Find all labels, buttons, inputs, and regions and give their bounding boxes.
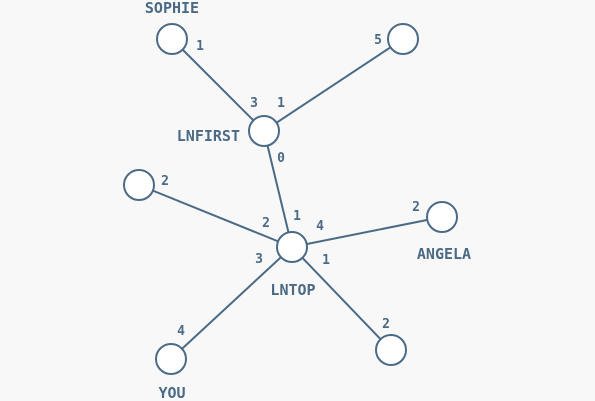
port-label: 0 [277,151,285,166]
label-angela: ANGELA [417,245,471,263]
node-top-right[interactable] [387,23,419,55]
node-left[interactable] [123,169,155,201]
node-sophie[interactable] [156,23,188,55]
port-label: 3 [255,252,263,267]
edge-topright-lnfirst [263,38,404,132]
edge-bottomright-lntop [291,246,392,351]
node-you[interactable] [155,343,187,375]
port-label: 5 [374,33,382,48]
port-label: 2 [262,216,270,231]
port-label: 3 [250,96,258,111]
node-bottom-right[interactable] [375,334,407,366]
port-label: 4 [177,324,185,339]
edge-lnfirst-lntop [263,130,293,248]
edge-left-lntop [138,184,293,248]
port-label: 2 [161,174,169,189]
port-label: 1 [322,253,330,268]
label-lnfirst: LNFIRST [177,127,240,145]
label-lntop: LNTOP [270,281,315,299]
port-label: 2 [412,200,420,215]
edge-you-lntop [170,246,293,360]
node-lntop[interactable] [276,231,308,263]
node-lnfirst[interactable] [248,115,280,147]
port-label: 2 [382,317,390,332]
edge-angela-lntop [291,216,443,248]
node-angela[interactable] [426,201,458,233]
port-label: 4 [316,219,324,234]
label-you: YOU [158,384,185,401]
port-label: 1 [293,209,301,224]
port-label: 1 [196,39,204,54]
label-sophie: SOPHIE [145,0,199,17]
port-label: 1 [277,96,285,111]
edge-sophie-lnfirst [171,38,265,132]
